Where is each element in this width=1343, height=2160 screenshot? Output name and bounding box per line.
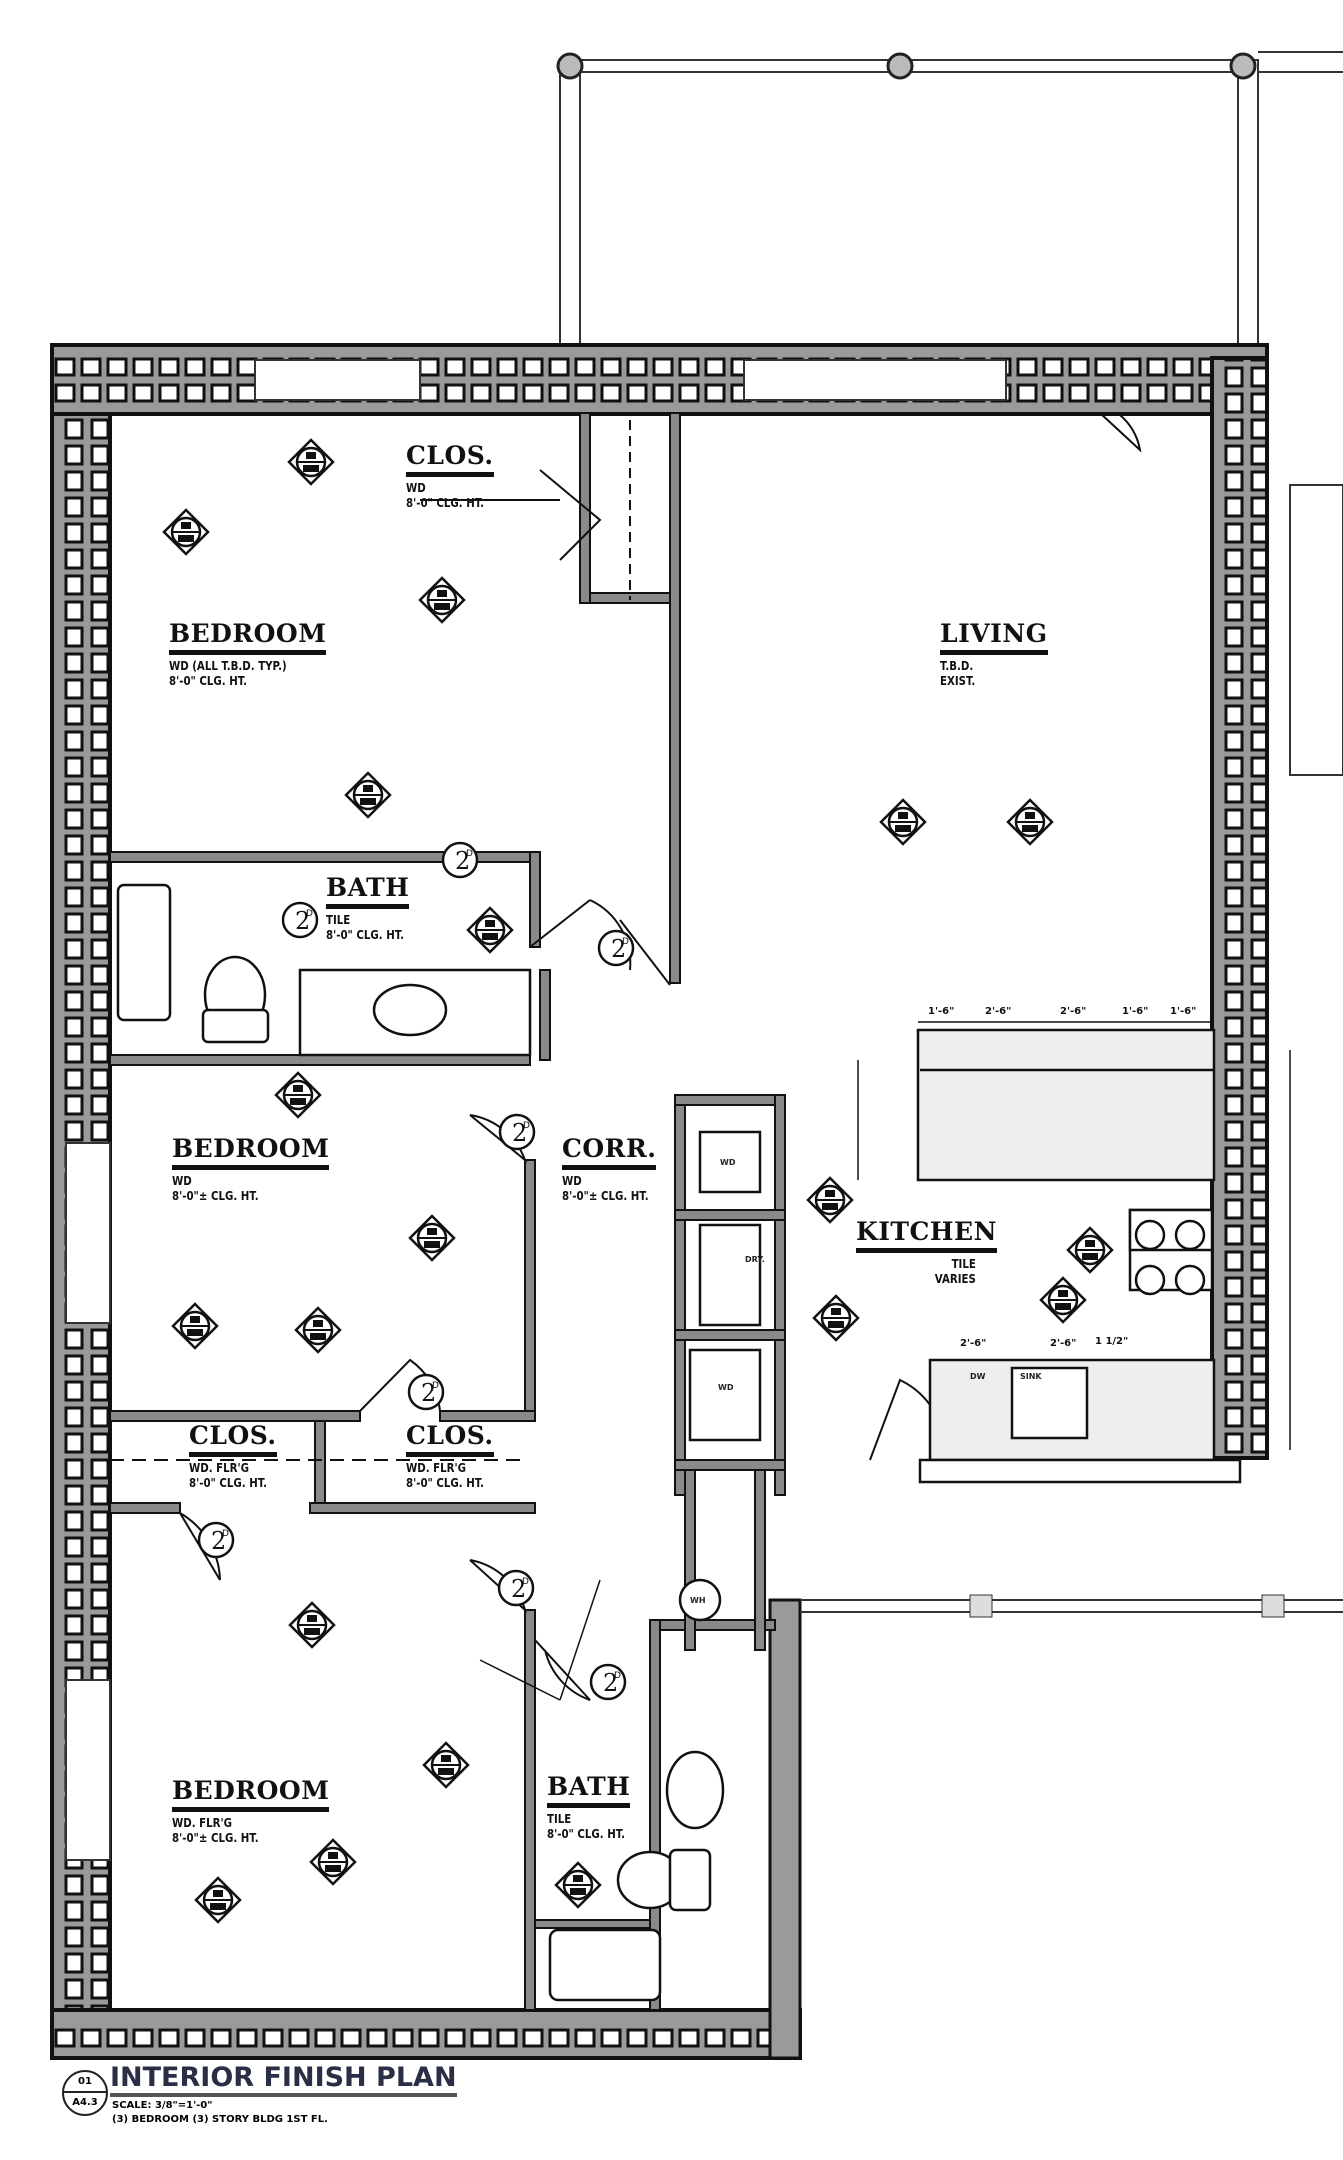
room-label-bedroom-2: BEDROOM WD 8'-0"± CLG. HT. <box>172 1134 330 1204</box>
dimension-label: 2'-6" <box>960 1338 987 1349</box>
bath-fixtures <box>116 883 762 2002</box>
water-heater-label: WH <box>690 1596 706 1605</box>
room-label-closet-1: CLOS. WD 8'-0" CLG. HT. <box>406 441 494 511</box>
dimension-label: 1'-6" <box>1122 1006 1149 1017</box>
dimension-label: 2'-6" <box>985 1006 1012 1017</box>
drawing-title: INTERIOR FINISH PLAN <box>110 2062 457 2097</box>
dimension-label: 1'-6" <box>928 1006 955 1017</box>
sink-label: SINK <box>1020 1372 1042 1381</box>
exterior-walls <box>50 343 1343 2060</box>
adjacent-wall-line <box>800 1594 1343 1618</box>
room-label-bath-1: BATH TILE 8'-0" CLG. HT. <box>326 873 410 943</box>
room-label-closet-3: CLOS. WD. FLR'G 8'-0" CLG. HT. <box>406 1421 494 1491</box>
washer-label-2: WD <box>718 1383 734 1392</box>
drawing-description: (3) BEDROOM (3) STORY BLDG 1ST FL. <box>112 2114 328 2125</box>
room-label-closet-2: CLOS. WD. FLR'G 8'-0" CLG. HT. <box>189 1421 277 1491</box>
dimension-label: 2'-6" <box>1050 1338 1077 1349</box>
kitchen-cabinets <box>916 1028 1242 1484</box>
kitchen-dimension-lines <box>857 1021 1291 1450</box>
porch-outline <box>556 51 1343 346</box>
washer-label: WD <box>720 1158 736 1167</box>
drawing-scale: SCALE: 3/8"=1'-0" <box>112 2100 213 2111</box>
room-label-kitchen: KITCHEN TILE VARIES <box>856 1217 997 1287</box>
room-label-bath-2: BATH TILE 8'-0" CLG. HT. <box>547 1772 631 1842</box>
dimension-label: 1 1/2" <box>1095 1336 1129 1347</box>
room-label-bedroom-3: BEDROOM WD. FLR'G 8'-0"± CLG. HT. <box>172 1776 330 1846</box>
dryer-label: DRY. <box>745 1255 765 1264</box>
dishwasher-label: DW <box>970 1372 986 1381</box>
detail-reference-bubble: 01 A4.3 <box>62 2070 108 2116</box>
dimension-label: 2'-6" <box>1060 1006 1087 1017</box>
dimension-label: 1'-6" <box>1170 1006 1197 1017</box>
room-label-corridor: CORR. WD 8'-0"± CLG. HT. <box>562 1134 657 1204</box>
room-label-living: LIVING T.B.D. EXIST. <box>940 619 1048 689</box>
room-label-bedroom-1: BEDROOM WD (ALL T.B.D. TYP.) 8'-0" CLG. … <box>169 619 327 689</box>
